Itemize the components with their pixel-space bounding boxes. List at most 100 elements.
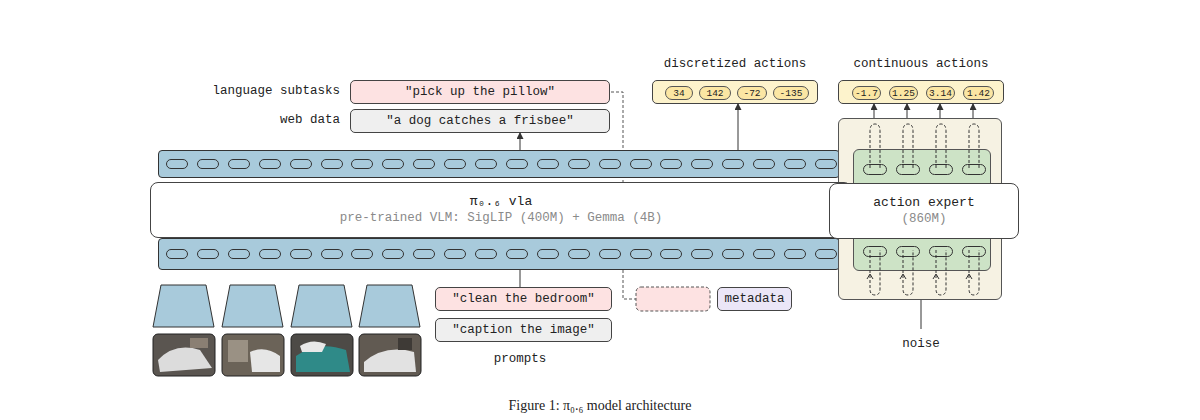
token-oval (753, 249, 775, 259)
token-oval (444, 249, 466, 259)
dashed-loop (969, 124, 979, 168)
token-oval (630, 159, 652, 169)
token-oval (259, 159, 281, 169)
action-token: -135 (773, 86, 809, 100)
noise-line (921, 300, 922, 329)
expert-label: action expert(860M) (829, 183, 1019, 239)
text-box: metadata (717, 287, 792, 311)
token-oval (321, 159, 343, 169)
figure-caption: Figure 1: π₀.₆ model architecture (0, 398, 1200, 414)
token-oval (660, 249, 682, 259)
token-oval (722, 249, 744, 259)
token-oval (784, 249, 806, 259)
dashed-loop (903, 250, 913, 295)
camera-frustum (153, 285, 214, 327)
action-token: -72 (737, 86, 767, 100)
token-value: 34 (673, 88, 684, 99)
action-token: 142 (699, 86, 731, 100)
token-oval (896, 164, 920, 175)
token-value: 3.14 (929, 88, 952, 99)
token-oval (599, 249, 621, 259)
box-text: "a dog catches a frisbee" (386, 114, 574, 128)
token-oval (815, 159, 837, 169)
box-text: "pick up the pillow" (405, 85, 555, 99)
plain-label: prompts (470, 352, 570, 366)
connector (738, 104, 739, 150)
token-oval (896, 246, 920, 257)
dashed-loop (936, 124, 946, 168)
token-oval (691, 249, 713, 259)
token-oval (228, 249, 250, 259)
token-band (158, 238, 840, 270)
dashed-loop (936, 250, 946, 295)
loop-arrowhead (933, 274, 939, 279)
token-oval (630, 249, 652, 259)
camera-frustum (359, 285, 420, 327)
token-oval (815, 249, 837, 259)
token-oval (929, 164, 953, 175)
token-oval (166, 249, 188, 259)
connector (940, 104, 941, 118)
token-oval (413, 249, 435, 259)
token-oval (962, 164, 986, 175)
camera-photo (359, 334, 421, 376)
token-oval (506, 159, 528, 169)
token-oval (197, 159, 219, 169)
token-oval (413, 159, 435, 169)
dashed-loop (870, 250, 880, 295)
token-value: -135 (780, 88, 803, 99)
token-oval (929, 246, 953, 257)
label-text: web data (280, 113, 340, 127)
dashed-loop (969, 250, 979, 295)
token-value: 1.42 (967, 88, 990, 99)
model-name: π₀.₆ vla (470, 193, 532, 210)
action-token: 3.14 (926, 86, 955, 100)
token-oval (475, 249, 497, 259)
token-oval (537, 249, 559, 259)
action-token: 1.42 (963, 86, 994, 100)
token-value: -72 (743, 88, 760, 99)
token-value: 142 (706, 88, 723, 99)
camera-photo (153, 334, 215, 376)
token-oval (568, 159, 590, 169)
action-expert: action expert(860M) (838, 118, 1002, 300)
token-oval (382, 159, 404, 169)
camera-icons (153, 285, 420, 327)
token-oval (863, 246, 887, 257)
token-oval (228, 159, 250, 169)
text-box: "pick up the pillow" (350, 80, 610, 104)
token-value: 1.25 (892, 88, 915, 99)
token-oval (537, 159, 559, 169)
token-band (158, 150, 840, 178)
token-oval (599, 159, 621, 169)
token-oval (259, 249, 281, 259)
label-text: language subtasks (212, 84, 340, 98)
text-box: "clean the bedroom" (435, 287, 612, 311)
connector (907, 104, 908, 118)
plain-label: noise (880, 337, 962, 351)
label-text: prompts (494, 352, 547, 366)
camera-frustum (291, 285, 352, 327)
plain-label: language subtasks (180, 84, 340, 98)
box-text: "clean the bedroom" (452, 292, 595, 306)
token-value: -1.7 (855, 88, 878, 99)
token-oval (722, 159, 744, 169)
token-oval (962, 246, 986, 257)
action-tray: continuous actions-1.71.253.141.42 (838, 80, 1004, 104)
text-box: "caption the image" (435, 318, 612, 342)
token-oval (290, 159, 312, 169)
token-oval (351, 249, 373, 259)
text-box: "a dog catches a frisbee" (350, 109, 610, 133)
vla-backbone: π₀.₆ vlapre-trained VLM: SigLIP (400M) +… (150, 150, 852, 270)
expert-name: action expert (873, 194, 974, 211)
token-oval (444, 159, 466, 169)
action-token: 1.25 (889, 86, 918, 100)
box-text: "caption the image" (452, 323, 595, 337)
dashed-loop (903, 124, 913, 168)
connector (874, 104, 875, 118)
label-text: noise (902, 337, 940, 351)
token-oval (321, 249, 343, 259)
token-oval (351, 159, 373, 169)
caption-text: Figure 1: π₀.₆ model architecture (509, 398, 692, 413)
